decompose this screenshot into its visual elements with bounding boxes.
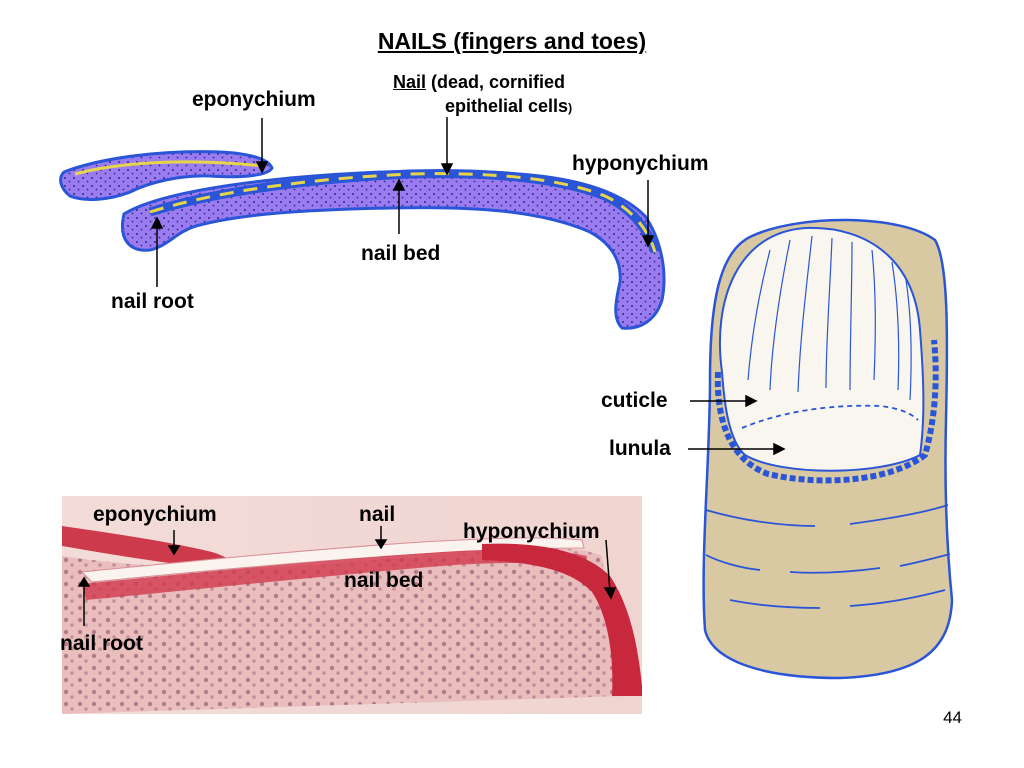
label-eponychium-top: eponychium <box>192 88 316 111</box>
finger-creases <box>705 504 951 609</box>
micrograph-hyponychium <box>482 543 642 696</box>
label-nail-root-top: nail root <box>111 290 194 313</box>
nail-desc-line2: epithelial cells <box>445 96 569 116</box>
label-nail-root-photo: nail root <box>60 632 143 655</box>
label-nail-top: Nail (dead, cornified <box>393 70 565 94</box>
finger-arrows <box>688 394 786 456</box>
label-cuticle: cuticle <box>601 389 668 412</box>
nail-desc-paren: ) <box>568 101 573 115</box>
page-title: NAILS (fingers and toes) <box>377 28 647 54</box>
label-lunula: lunula <box>609 437 671 460</box>
micrograph-eponychium <box>62 526 231 568</box>
top-diagram-arrows <box>150 117 655 287</box>
nail-micrograph <box>62 496 642 714</box>
label-nail-bed-top: nail bed <box>361 242 441 265</box>
label-eponychium-photo: eponychium <box>93 503 217 526</box>
label-hyponychium-top: hyponychium <box>572 152 709 175</box>
label-hyponychium-photo: hyponychium <box>463 520 600 543</box>
nail-underlined-text: Nail <box>393 72 427 92</box>
micrograph-arrows <box>77 526 617 626</box>
label-nail-photo: nail <box>359 503 396 526</box>
label-nail-desc-line2: epithelial cells) <box>445 94 572 120</box>
nail-striations <box>747 235 912 401</box>
label-nail-bed-photo: nail bed <box>344 569 424 592</box>
page-number: 44 <box>943 708 962 727</box>
finger-nail-plate <box>718 226 925 472</box>
micrograph-image <box>62 496 642 714</box>
nail-desc-line1: (dead, cornified <box>431 72 566 92</box>
micrograph-nail-plate <box>80 537 585 583</box>
micrograph-nail-bed <box>82 549 587 600</box>
